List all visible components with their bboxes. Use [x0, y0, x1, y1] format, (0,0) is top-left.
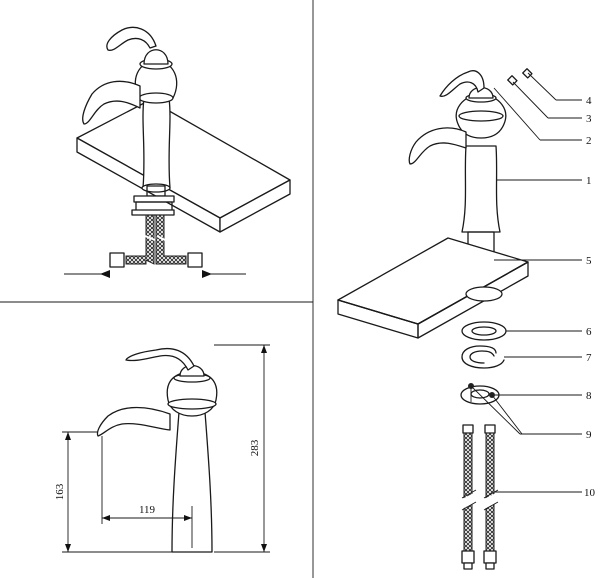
part-label-1: 1 [586, 175, 592, 187]
dim-reach: 119 [139, 504, 156, 516]
leader-lines [470, 72, 582, 493]
part-label-8: 8 [586, 390, 592, 402]
countertop-slab [76, 99, 291, 233]
part-labels: 4 3 2 1 5 6 7 8 9 10 [584, 95, 596, 499]
part-label-9: 9 [586, 429, 592, 441]
part-label-2: 2 [586, 135, 592, 147]
part-label-10: 10 [584, 487, 596, 499]
part-label-5: 5 [586, 255, 592, 267]
dimension-view: 283 163 119 [54, 344, 270, 553]
mounted-view [64, 26, 291, 278]
dim-height-total: 283 [249, 439, 261, 456]
part-label-3: 3 [586, 113, 592, 125]
panel-dividers [0, 0, 314, 578]
part-label-7: 7 [586, 352, 592, 364]
part-label-4: 4 [586, 95, 592, 107]
exploded-view [337, 68, 533, 570]
dim-height-spout: 163 [54, 483, 66, 500]
part-label-6: 6 [586, 326, 592, 338]
